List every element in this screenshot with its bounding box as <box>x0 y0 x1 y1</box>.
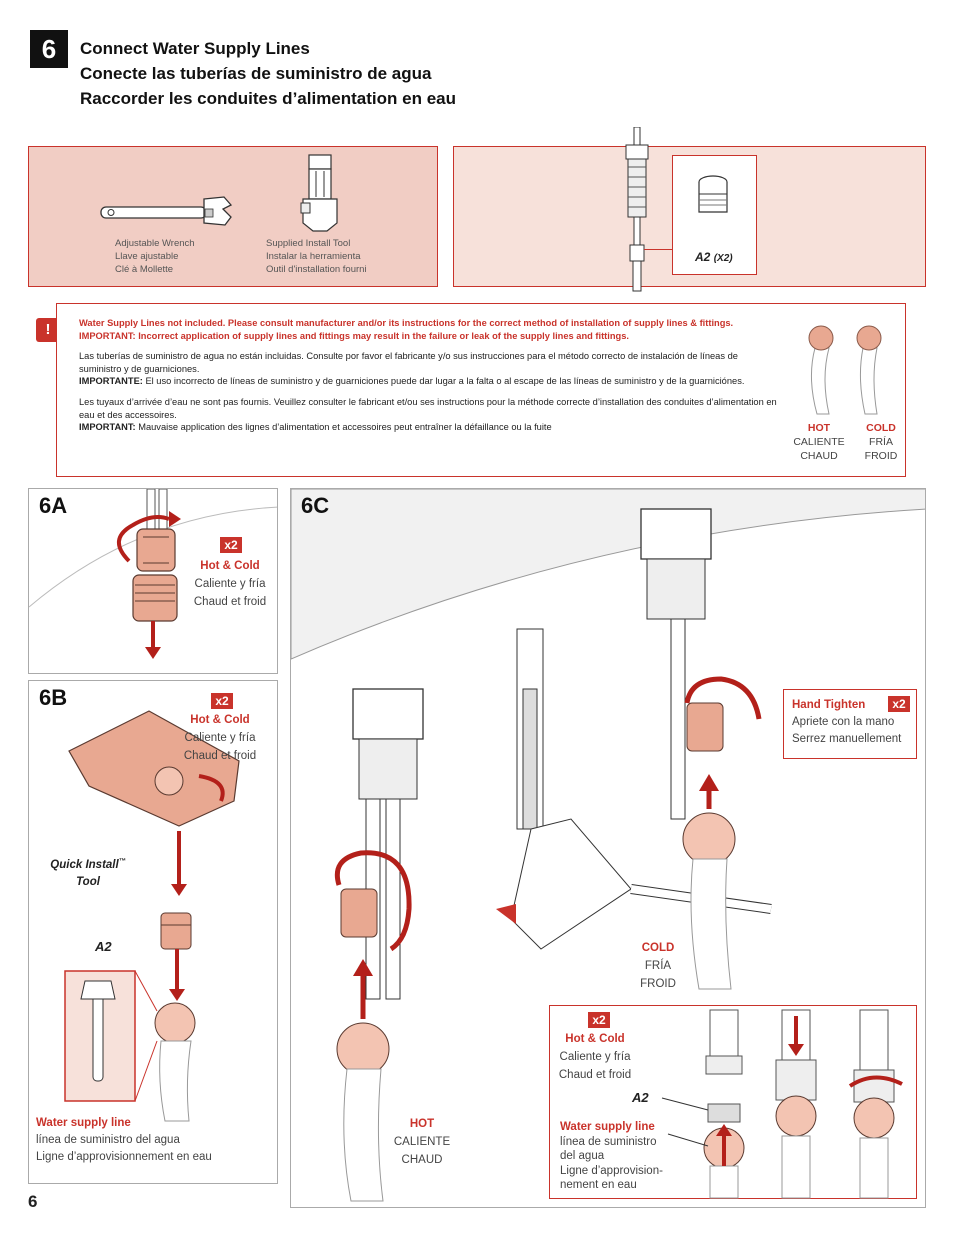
panel-6a-diagram <box>29 489 277 659</box>
step-title-fr: Raccorder les conduites d’alimentation e… <box>80 89 456 108</box>
panel-6b-x2-badge: x2 <box>211 693 233 709</box>
valve-stem-icon <box>625 127 649 292</box>
inset-a2-label: A2 <box>632 1090 649 1105</box>
a2-label: A2 (X2) <box>695 250 733 264</box>
step-title-en: Connect Water Supply Lines <box>80 39 310 58</box>
parts-box: A2 (X2) <box>453 127 926 292</box>
inset-x2-badge: x2 <box>588 1012 610 1028</box>
warning-box: Water Supply Lines not included. Please … <box>56 303 906 477</box>
step-title-es: Conecte las tuberías de suministro de ag… <box>80 64 432 83</box>
page-number: 6 <box>28 1192 38 1211</box>
step-number-badge: 6 <box>30 30 68 68</box>
panel-6a-label: 6A <box>39 493 68 518</box>
hand-tighten-x2-badge: x2 <box>888 696 910 712</box>
panel-6b-a2-label: A2 <box>95 939 112 954</box>
adjustable-wrench-icon <box>100 196 233 226</box>
a2-leader-line <box>644 249 672 250</box>
supply-lines-icon <box>808 325 882 415</box>
a2-callout: A2 (X2) <box>672 155 757 275</box>
panel-6c-label: 6C <box>301 493 330 518</box>
warning-text: Water Supply Lines not included. Please … <box>79 318 777 433</box>
quick-install-tool-label: Quick Install™ Tool <box>50 858 126 888</box>
panel-6a-x2-badge: x2 <box>220 537 242 553</box>
panel-6b-label: 6B <box>39 685 68 710</box>
install-tool-icon <box>300 154 338 232</box>
panel-6c-diagram <box>291 489 925 1202</box>
inset-steps-diagram <box>661 1009 903 1199</box>
panel-6b-diagram <box>64 710 240 1122</box>
a2-fitting-icon <box>698 175 728 213</box>
